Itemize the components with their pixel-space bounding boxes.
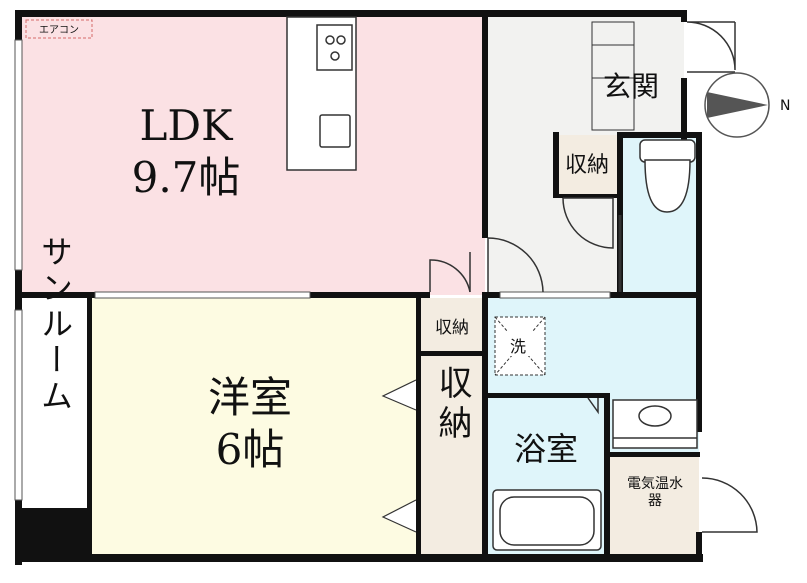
- doors: [429, 21, 758, 533]
- ldk-name: LDK: [140, 101, 235, 150]
- aircon-label: エアコン: [39, 25, 79, 36]
- ldk-floor: [22, 17, 485, 295]
- storage-entrance-floor: [553, 135, 621, 197]
- stove-burner-icon: [325, 35, 335, 45]
- western-room-name: 洋室: [208, 373, 292, 422]
- water-heater-floor: [610, 455, 699, 554]
- storage-small-label: 収納: [435, 318, 469, 338]
- washer-label: 洗: [510, 337, 526, 356]
- sunroom-floor: [22, 298, 90, 508]
- storage-big-floor: [419, 356, 485, 554]
- stove-burner-icon: [336, 35, 346, 45]
- western-room-size: 6帖: [216, 425, 285, 474]
- sink-icon: [319, 114, 351, 148]
- bathtub-icon: [492, 489, 602, 551]
- storage-small-floor: [419, 298, 485, 353]
- aircon-box: [25, 19, 93, 39]
- water-heater-label: 電気温水器: [627, 476, 683, 509]
- north-arrow-icon: [704, 72, 770, 138]
- stove-burner-icon: [330, 51, 340, 61]
- sunroom-name: サンルーム: [36, 235, 74, 415]
- bath-name: 浴室: [514, 430, 578, 468]
- entrance-name: 玄関: [603, 70, 659, 103]
- storage-entrance-label: 収納: [565, 153, 609, 178]
- closet-door-markers: [381, 379, 417, 533]
- washbasin-icon: [612, 399, 698, 449]
- kitchen-counter: [286, 16, 357, 171]
- storage-big-label: 収納: [432, 365, 472, 445]
- ldk-size: 9.7帖: [132, 153, 241, 202]
- north-label: N: [780, 98, 790, 114]
- toilet-icon: [639, 139, 696, 213]
- western-room-floor: [92, 298, 416, 554]
- windows: [14, 39, 611, 501]
